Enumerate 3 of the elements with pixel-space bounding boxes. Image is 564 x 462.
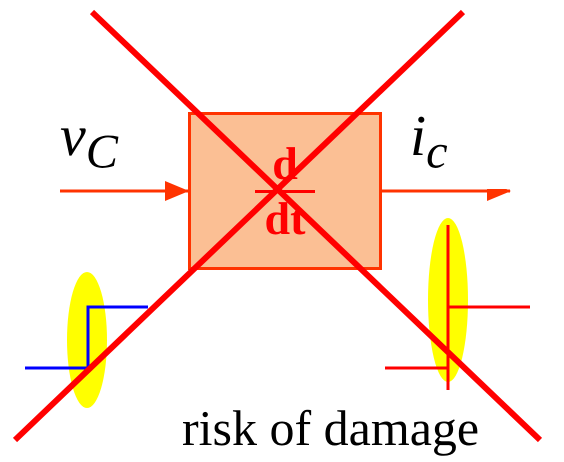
caption-text: risk of damage bbox=[182, 400, 480, 456]
process-box bbox=[188, 112, 382, 270]
arrow bbox=[60, 181, 189, 201]
